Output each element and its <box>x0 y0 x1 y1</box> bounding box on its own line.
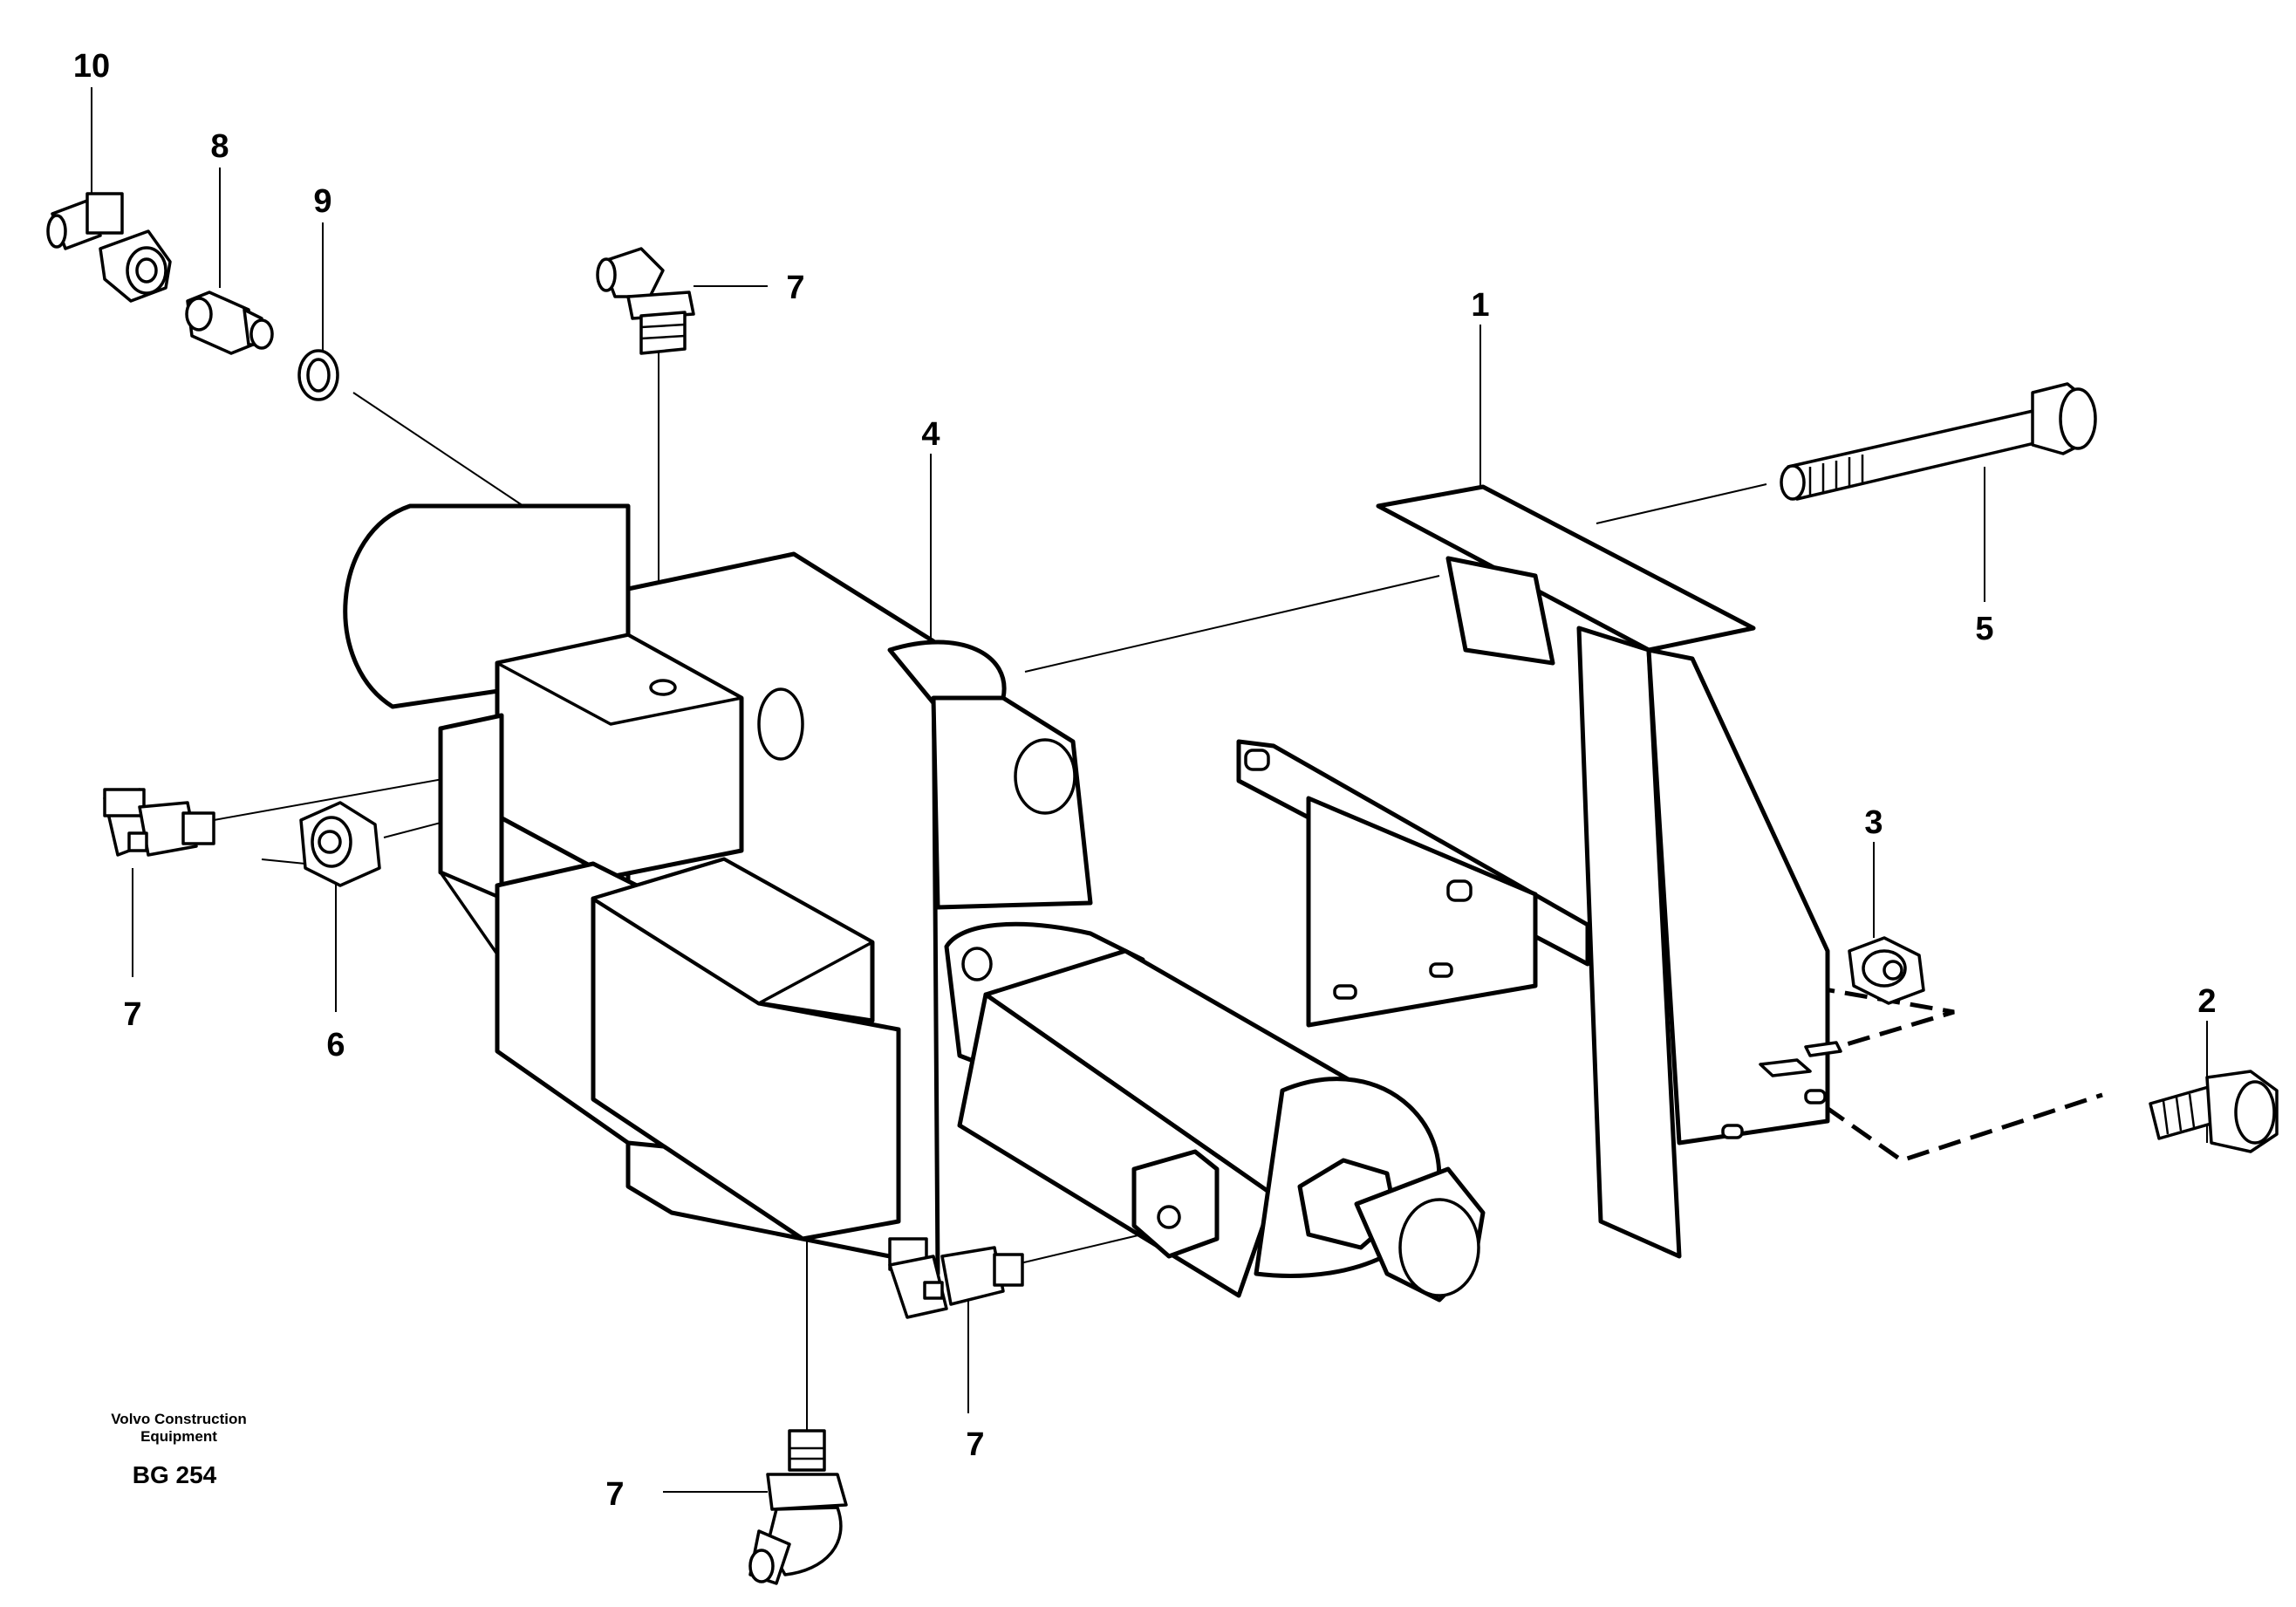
callout-7-top: 7 <box>786 270 804 306</box>
callout-3: 3 <box>1864 804 1883 841</box>
callout-8: 8 <box>210 128 229 165</box>
elbow-fitting-top <box>596 247 695 355</box>
sealing-ring <box>297 349 339 401</box>
callout-7-left: 7 <box>123 996 141 1033</box>
mounting-bracket <box>1236 484 1842 1259</box>
callout-7-bottom: 7 <box>605 1476 624 1513</box>
flange-nut <box>1848 936 1925 1005</box>
callout-10: 10 <box>73 48 110 85</box>
drawing-code: BG 254 <box>133 1461 217 1488</box>
short-bolt <box>2149 1070 2279 1153</box>
long-bolt <box>1780 382 2097 501</box>
elbow-fitting-bottom <box>748 1429 848 1585</box>
brand-block: Volvo Construction Equipment BG 254 <box>111 1411 247 1488</box>
callout-7-bottom-center: 7 <box>966 1426 984 1463</box>
callout-labels: 10 8 9 7 4 1 5 3 2 7 6 7 7 <box>73 48 2217 1513</box>
callout-leaders <box>91 87 2208 1493</box>
callout-9: 9 <box>313 183 331 220</box>
elbow-fitting-top-left <box>46 192 172 303</box>
adapter-fitting <box>185 291 274 355</box>
callout-4: 4 <box>921 416 940 453</box>
brand-line-2: Equipment <box>140 1428 217 1445</box>
elbow-fitting-bottom-center <box>888 1237 1024 1319</box>
callout-6: 6 <box>326 1027 345 1063</box>
valve-cylinder-assembly <box>343 503 1486 1303</box>
callout-1: 1 <box>1471 287 1489 324</box>
hex-nut <box>299 801 381 887</box>
callout-5: 5 <box>1975 611 1993 647</box>
callout-2: 2 <box>2197 983 2216 1020</box>
brand-line-1: Volvo Construction <box>111 1411 247 1427</box>
elbow-fitting-left <box>103 788 215 857</box>
